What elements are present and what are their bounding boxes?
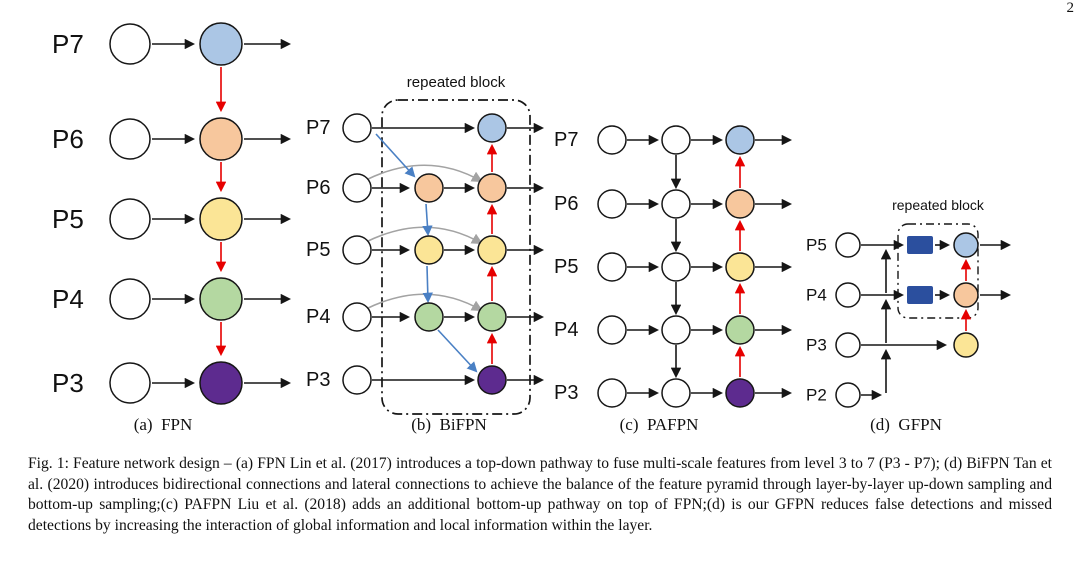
input-node	[342, 173, 372, 203]
panel-gfpn: repeated block P5 P4 P3 P2 (d) GFPN	[806, 197, 1012, 434]
input-node	[342, 113, 372, 143]
level-label: P5	[52, 204, 84, 234]
input-node	[109, 23, 151, 65]
repeated-block-label: repeated block	[892, 197, 985, 213]
panel-caption: (c) PAFPN	[620, 415, 699, 434]
top-down-arrow	[437, 329, 478, 373]
panel-caption: (d) GFPN	[870, 415, 942, 434]
level-label: P5	[806, 236, 827, 255]
out-node-p3	[953, 332, 979, 358]
input-node	[597, 125, 627, 155]
panel-caption: (a) FPN	[134, 415, 193, 434]
top-down-arrow	[422, 265, 433, 304]
out-node-p4	[725, 315, 755, 345]
level-label: P4	[52, 284, 84, 314]
page-number: 2	[1066, 0, 1075, 16]
out-node-p7	[725, 125, 755, 155]
input-node	[342, 365, 372, 395]
level-label: P6	[306, 177, 330, 199]
feature-node-p7	[199, 22, 243, 66]
input-node	[109, 198, 151, 240]
level-label: P4	[806, 286, 827, 305]
level-label: P6	[554, 193, 578, 215]
panel-fpn: P7 P6 P5 P4 P3 (a) FPN	[52, 22, 292, 434]
input-node	[835, 282, 861, 308]
level-label: P7	[554, 129, 578, 151]
input-node	[342, 302, 372, 332]
out-node-p5	[953, 232, 979, 258]
mid-node	[661, 378, 691, 408]
out-node-p5	[477, 235, 507, 265]
input-node	[597, 189, 627, 219]
level-label: P4	[306, 306, 330, 328]
feature-network-figure: P7 P6 P5 P4 P3 (a) FPN	[52, 22, 1012, 434]
input-node	[835, 232, 861, 258]
feature-node-p6	[199, 117, 243, 161]
input-node	[597, 378, 627, 408]
fusion-block	[907, 286, 933, 304]
level-label: P3	[306, 369, 330, 391]
level-label: P3	[554, 382, 578, 404]
mid-node	[661, 189, 691, 219]
top-down-arrow	[422, 203, 433, 237]
level-label: P3	[52, 368, 84, 398]
level-label: P5	[554, 256, 578, 278]
skip-connection-arc	[365, 164, 483, 183]
top-down-arrow	[375, 133, 416, 178]
level-label: P2	[806, 386, 827, 405]
panel-caption: (b) BiFPN	[411, 415, 487, 434]
level-label: P6	[52, 124, 84, 154]
input-node	[109, 362, 151, 404]
level-label: P7	[306, 117, 330, 139]
repeated-block-box	[897, 223, 979, 319]
figure-caption: Fig. 1: Feature network design – (a) FPN…	[28, 455, 1052, 535]
mid-node-p6	[414, 173, 444, 203]
level-label: P4	[554, 319, 578, 341]
mid-node-p5	[414, 235, 444, 265]
input-node	[109, 278, 151, 320]
panel-pafpn: P7 P6 P5 P4 P3 (c) PAFPN	[554, 125, 793, 434]
out-node-p6	[725, 189, 755, 219]
out-node-p3	[477, 365, 507, 395]
repeated-block-label: repeated block	[407, 74, 506, 91]
level-label: P7	[52, 29, 84, 59]
out-node-p4	[953, 282, 979, 308]
input-node	[597, 315, 627, 345]
out-node-p3	[725, 378, 755, 408]
out-node-p5	[725, 252, 755, 282]
input-node	[835, 382, 861, 408]
out-node-p4	[477, 302, 507, 332]
input-node	[835, 332, 861, 358]
input-node	[109, 118, 151, 160]
repeated-block-box	[381, 99, 531, 415]
mid-node	[661, 125, 691, 155]
feature-node-p5	[199, 197, 243, 241]
level-label: P5	[306, 239, 330, 261]
fusion-block	[907, 236, 933, 254]
feature-node-p3	[199, 361, 243, 405]
mid-node	[661, 315, 691, 345]
panel-bifpn: repeated block P7 P6 P5 P4 P3 (b) BiFPN	[306, 74, 545, 434]
out-node-p6	[477, 173, 507, 203]
input-node	[597, 252, 627, 282]
level-label: P3	[806, 336, 827, 355]
feature-node-p4	[199, 277, 243, 321]
input-node	[342, 235, 372, 265]
out-node-p7	[477, 113, 507, 143]
mid-node	[661, 252, 691, 282]
mid-node-p4	[414, 302, 444, 332]
